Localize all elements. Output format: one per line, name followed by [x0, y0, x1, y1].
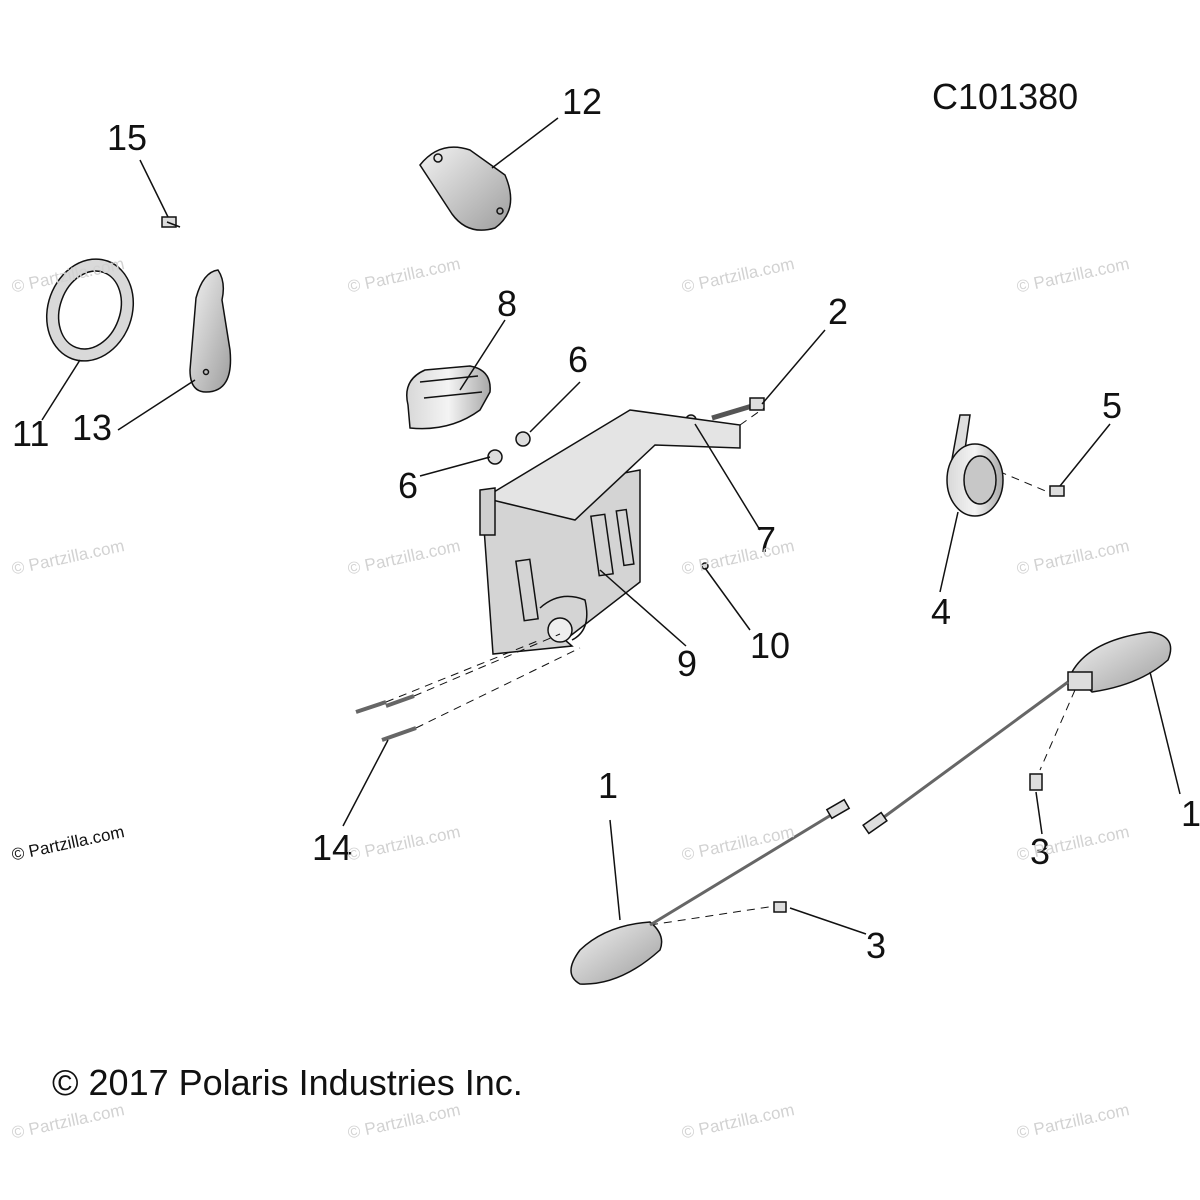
bolt-part-5 [1049, 485, 1065, 497]
callout-6-upper: 6 [568, 339, 589, 380]
mount-bracket-part-9 [479, 409, 741, 655]
callout-13: 13 [72, 407, 113, 448]
bolt-part-2 [711, 397, 765, 421]
callout-10: 10 [750, 625, 791, 666]
callout-12: 12 [562, 81, 603, 122]
turn-signal-part-1-right [862, 631, 1172, 835]
callout-2: 2 [828, 291, 849, 332]
callout-3-left: 3 [866, 925, 887, 966]
nut-part-6 [515, 431, 531, 447]
screws-part-14 [355, 694, 417, 742]
diagram-id-label: C101380 [932, 76, 1079, 117]
callout-9: 9 [677, 643, 698, 684]
horn-part-4 [946, 414, 1004, 517]
callout-1-left: 1 [598, 765, 619, 806]
screw-part-15 [161, 216, 181, 228]
callout-5: 5 [1102, 385, 1123, 426]
bracket-part-12 [419, 146, 512, 231]
turn-signal-part-1-left [570, 798, 851, 985]
callout-8: 8 [497, 283, 518, 324]
callout-1-right: 1 [1181, 793, 1200, 834]
leader-lines [41, 117, 1181, 935]
screw-part-3 [773, 773, 1043, 913]
callout-7: 7 [756, 519, 777, 560]
callout-15: 15 [107, 117, 148, 158]
copyright-notice: © 2017 Polaris Industries Inc. [52, 1062, 523, 1103]
ring-part-11 [45, 258, 135, 362]
callout-11: 11 [12, 413, 50, 454]
callout-4: 4 [931, 591, 952, 632]
nut-part-6 [487, 449, 503, 465]
callout-14: 14 [312, 827, 353, 868]
callout-3-right: 3 [1030, 831, 1051, 872]
connector-part-8 [406, 365, 491, 430]
callout-6-lower: 6 [398, 465, 419, 506]
bracket-part-13 [189, 269, 232, 393]
